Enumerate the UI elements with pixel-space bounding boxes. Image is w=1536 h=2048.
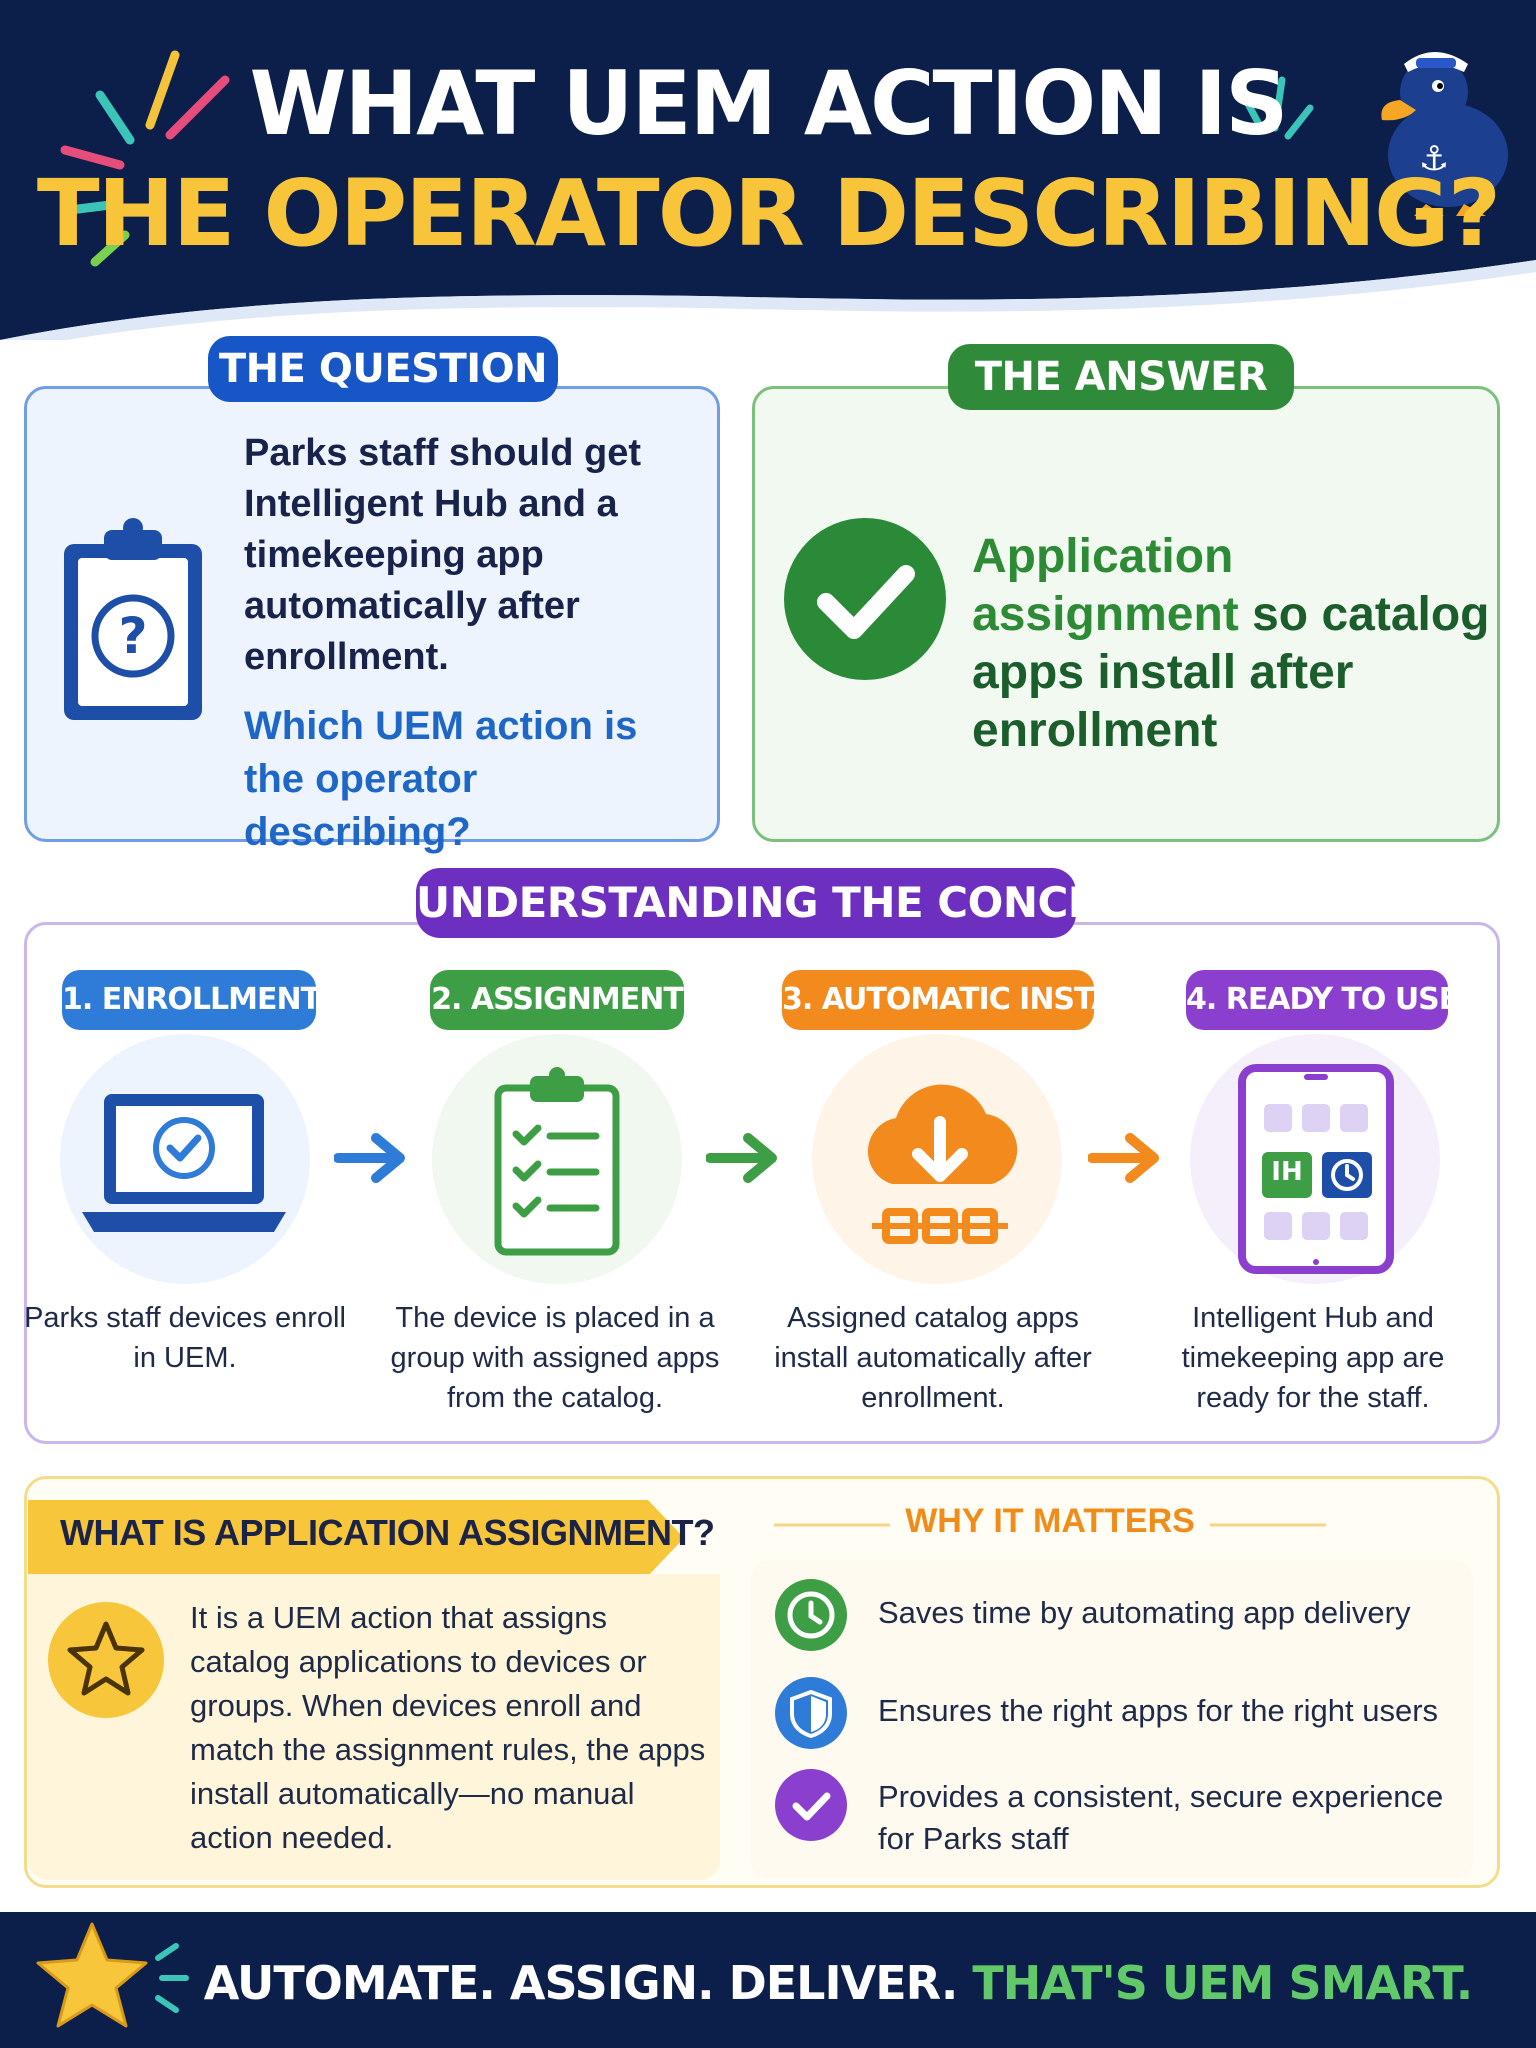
laptop-check-icon [82,1094,286,1232]
answer-highlight: Application assignment [972,530,1239,641]
step-1-desc: Parks staff devices enroll in UEM. [24,1302,346,1374]
confetti-burst-left [60,50,230,267]
why-item-1: Saves time by automating app delivery [878,1595,1411,1630]
step-3-desc: Assigned catalog apps install automatica… [774,1302,1092,1414]
why-panel [750,1560,1474,1878]
tablet-apps-icon [1238,1064,1394,1274]
why-title-rules [774,1523,1326,1527]
what-is-banner [28,1500,684,1576]
arrow-right-icon [706,1133,777,1183]
step-2-desc: The device is placed in a group with ass… [390,1302,720,1414]
header: ⚓ WHAT UEM ACTION IS THE OPERATOR DESCRI… [0,0,1536,340]
why-title: WHY IT MATTERS [905,1502,1195,1540]
step-1-label: 1. ENROLLMENT [62,970,321,1030]
what-is-title: WHAT IS APPLICATION ASSIGNMENT? [60,1512,715,1553]
svg-text:⚓: ⚓ [1419,139,1449,179]
arrow-right-icon [1088,1133,1159,1183]
what-is-text: It is a UEM action that assigns catalog … [190,1600,706,1855]
footer-tagline-part1: AUTOMATE. ASSIGN. DELIVER. [203,1956,959,2010]
step-3-label: 3. AUTOMATIC INSTALL [782,970,1151,1030]
clock-icon [775,1579,847,1651]
why-item-2: Ensures the right apps for the right use… [878,1693,1439,1728]
why-item-3: Provides a consistent, secure experience… [878,1779,1444,1856]
step-2-label: 2. ASSIGNMENT [430,970,684,1030]
question-ask: Which UEM action is the operator describ… [244,704,638,854]
footer-tagline: AUTOMATE. ASSIGN. DELIVER. THAT'S UEM SM… [0,1956,1536,2010]
page-title-line2: THE OPERATOR DESCRIBING? [36,160,1501,267]
question-label: THE QUESTION [208,336,558,402]
shield-icon [775,1677,847,1749]
answer-text: Application assignment so catalog apps i… [972,528,1492,760]
check-icon [775,1769,847,1841]
clipboard-question-icon: ? [64,518,202,720]
green-check-circle-icon [784,518,946,680]
step-4-label: 4. READY TO USE [1186,970,1459,1030]
header-background: ⚓ [0,0,1536,340]
clipboard-checklist-icon [494,1067,620,1256]
confetti-burst-right [1234,76,1314,140]
arrow-right-icon [334,1133,405,1183]
star-icon [36,1922,189,2028]
page-title-line1: WHAT UEM ACTION IS [249,52,1288,155]
concept-label: UNDERSTANDING THE CONCEPT [416,868,1155,938]
cloud-download-icon [867,1084,1018,1244]
answer-rest: so catalog apps install after enrollment [972,588,1490,757]
footer [0,1912,1536,2048]
star-icon [48,1602,164,1718]
step-4-desc: Intelligent Hub and timekeeping app are … [1181,1302,1445,1414]
sailor-duck-icon: ⚓ [1381,52,1508,216]
app-badge-ih: IH [1271,1157,1303,1187]
svg-text:?: ? [118,607,147,665]
footer-tagline-part2: THAT'S UEM SMART. [972,1956,1473,2010]
answer-label: THE ANSWER [948,344,1294,410]
question-text: Parks staff should get Intelligent Hub a… [244,432,641,678]
